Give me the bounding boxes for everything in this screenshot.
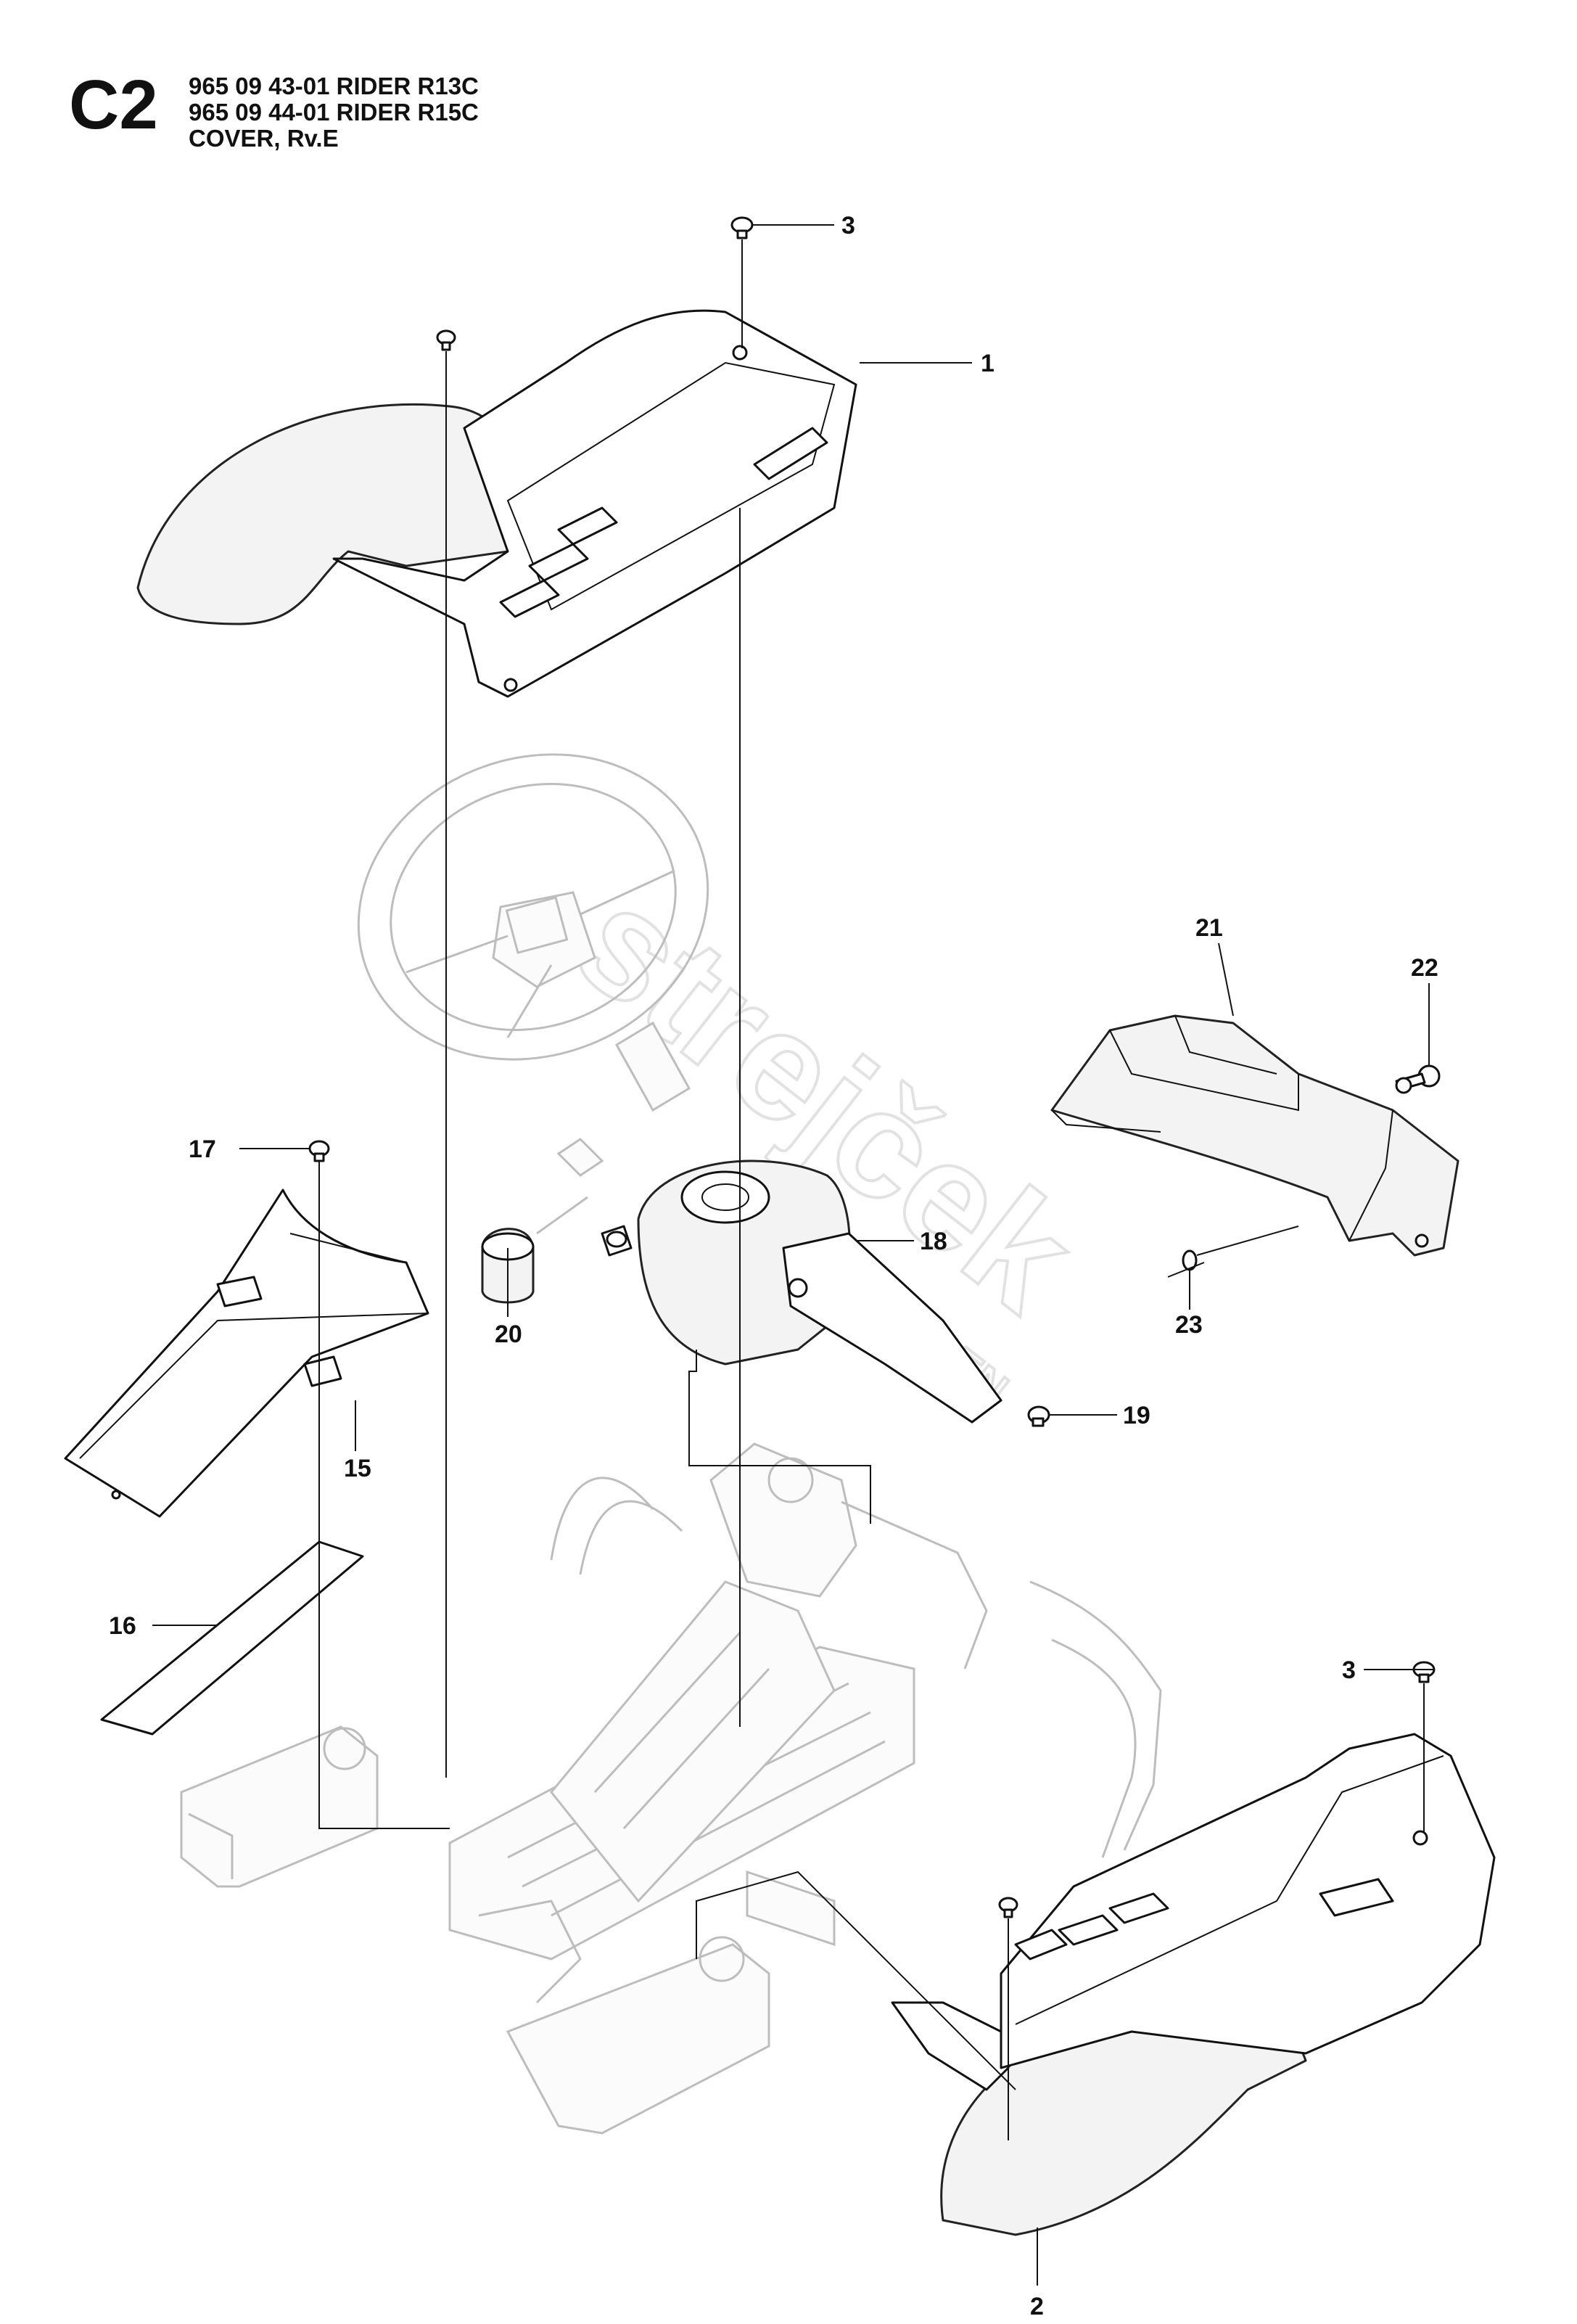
part-16-strip <box>100 1540 364 1736</box>
callout-3-bottom: 3 <box>1342 1656 1356 1684</box>
screw-front-cover <box>998 1897 1018 1918</box>
callout-1: 1 <box>981 350 995 377</box>
callout-16: 16 <box>109 1612 136 1640</box>
screw-3-top <box>730 216 754 239</box>
callout-19: 19 <box>1123 1402 1150 1429</box>
callout-22: 22 <box>1411 954 1438 982</box>
part-22-pin <box>1395 1064 1441 1094</box>
part-21-dash-cover <box>1050 1014 1459 1257</box>
assembly-title: COVER, Rv.E <box>189 125 339 152</box>
screw-18-side <box>606 1231 627 1248</box>
callout-3-top: 3 <box>841 212 855 239</box>
screw-left-top <box>436 329 456 351</box>
section-code: C2 <box>69 66 158 144</box>
callout-18: 18 <box>920 1228 947 1255</box>
callout-15: 15 <box>344 1455 371 1482</box>
callout-23: 23 <box>1175 1311 1203 1339</box>
chassis-frame-ghost <box>180 1442 1162 2135</box>
screw-3-bottom <box>1412 1661 1436 1683</box>
callout-leaders <box>152 224 1435 2286</box>
callout-17: 17 <box>189 1136 216 1163</box>
screw-fasteners <box>308 216 1436 1918</box>
callout-21: 21 <box>1195 914 1223 942</box>
model-line-r13c: 965 09 43-01 RIDER R13C <box>189 73 479 99</box>
callout-2: 2 <box>1030 2293 1044 2320</box>
screw-19 <box>1027 1405 1050 1427</box>
callout-20: 20 <box>495 1321 522 1348</box>
part-18-column-cover <box>637 1159 1002 1424</box>
screw-17 <box>308 1140 330 1162</box>
part-1-rear-cover <box>136 309 857 698</box>
part-15-side-panel <box>64 1188 429 1518</box>
header-lines: 965 09 43-01 RIDER R13C 965 09 44-01 RID… <box>189 73 479 152</box>
callout-labels: 3 1 21 22 17 18 20 23 19 15 16 3 2 <box>109 212 1438 2320</box>
part-2-front-cover <box>891 1733 1496 2236</box>
model-line-r15c: 965 09 44-01 RIDER R15C <box>189 99 479 126</box>
assembly-lines <box>318 239 1425 2140</box>
steering-wheel-ghost <box>357 753 709 1112</box>
